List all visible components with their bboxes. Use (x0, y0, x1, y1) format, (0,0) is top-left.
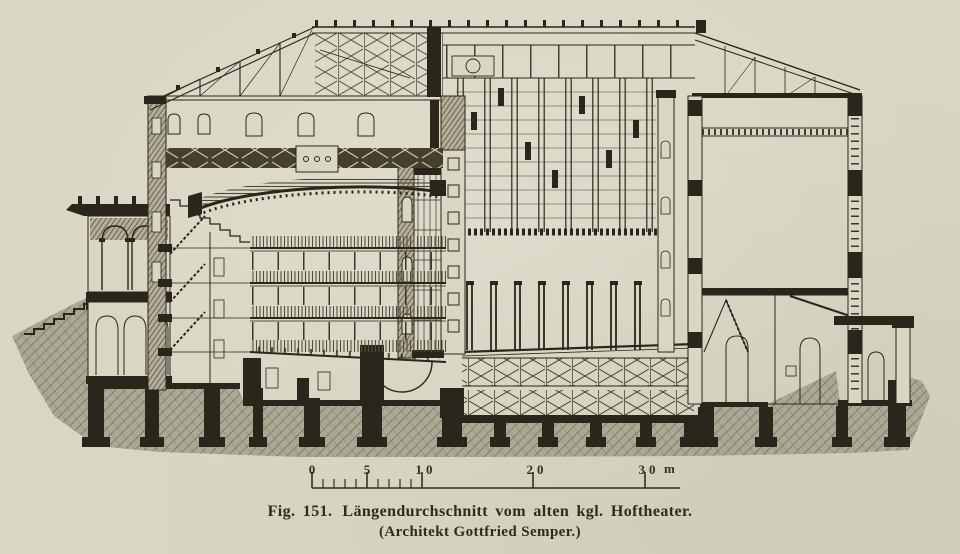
scale-label-30: 30 (638, 462, 660, 477)
counterweights (471, 88, 639, 188)
scale-bar: 0 5 10 20 30 m (0, 460, 960, 502)
stair-block (158, 215, 250, 388)
entrance-steps (24, 298, 95, 335)
auditorium-ceiling (196, 176, 440, 210)
auditorium-roof-truss (145, 26, 443, 137)
scale-label-10: 10 (415, 462, 437, 477)
auditorium-interior (158, 145, 447, 393)
amphitheatre-steps (170, 199, 250, 243)
figure-caption: Fig. 151. Längendurchschnitt vom alten kg… (0, 503, 960, 541)
scale-bar-ticks (311, 472, 680, 489)
section-drawing-engraving (12, 20, 930, 457)
parquet-floor (249, 351, 447, 363)
understage-machinery (462, 357, 694, 417)
right-annex (834, 316, 914, 405)
scale-label-20: 20 (526, 462, 548, 477)
figure-title: Längendurchschnitt vom alten kgl. Hofthe… (342, 503, 693, 520)
attic-windows (167, 112, 375, 137)
figure-number: Fig. 151. (267, 503, 333, 520)
scale-unit-label: m (664, 461, 675, 476)
rear-right-wall (847, 95, 863, 405)
balcony-tiers (250, 236, 446, 352)
fly-grid (456, 78, 658, 236)
figure-credit: (Architekt Gottfried Semper.) (379, 524, 581, 540)
chandelier-hoist-room (295, 145, 339, 173)
stage-back-wall (656, 90, 676, 353)
rear-building (656, 32, 914, 405)
scale-label-5: 5 (363, 462, 371, 477)
stage-floor (461, 342, 696, 354)
basement-vault (371, 361, 433, 393)
scale-label-0: 0 (308, 462, 316, 477)
